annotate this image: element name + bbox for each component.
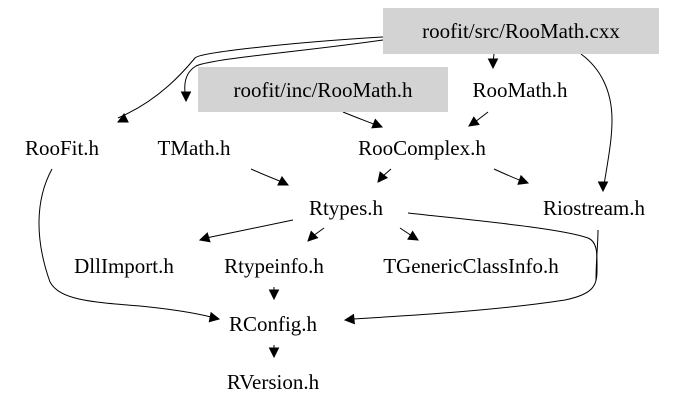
edge-roomath-h-inc-to-roocomplex-h (342, 111, 384, 129)
edge-line (205, 219, 294, 239)
arrowhead-icon (343, 313, 355, 325)
arrowhead-icon (277, 176, 289, 186)
edge-line (382, 168, 392, 177)
arrowhead-icon (377, 171, 389, 183)
edge-line (342, 111, 377, 126)
edge-rtypeinfo-h-to-rconfig-h (268, 287, 280, 301)
arrowhead-icon (208, 311, 221, 323)
edge-roomath-cxx-to-riostream-h (580, 53, 613, 193)
node-roomath-h[interactable]: RooMath.h (472, 78, 568, 102)
edge-line (580, 53, 613, 186)
node-dllimport-h-label: DllImport.h (74, 254, 174, 278)
edge-line (399, 227, 413, 237)
edge-rtypes-h-to-rtypeinfo-h (307, 227, 325, 242)
node-roomath-cxx-highlight (383, 8, 659, 54)
node-tgenericclassinfo-h-label: TGenericClassInfo.h (383, 254, 559, 278)
edge-line (38, 168, 212, 318)
node-roomath-h-inc-label: roofit/inc/RooMath.h (233, 78, 413, 102)
node-rtypeinfo-h-label: Rtypeinfo.h (224, 254, 324, 278)
node-rtypes-h[interactable]: Rtypes.h (309, 196, 384, 220)
node-tgenericclassinfo-h[interactable]: TGenericClassInfo.h (383, 254, 559, 278)
edge-line (493, 168, 523, 182)
arrowhead-icon (468, 116, 480, 127)
node-roocomplex-h-label: RooComplex.h (358, 136, 486, 160)
arrowhead-icon (268, 289, 280, 301)
node-roomath-h-inc-highlight (198, 67, 448, 112)
edge-rtypes-h-to-tgenericclassinfo-h (399, 227, 419, 241)
node-roocomplex-h[interactable]: RooComplex.h (358, 136, 486, 160)
edge-riostream-h-to-rconfig-h (595, 229, 599, 281)
arrowhead-icon (198, 232, 211, 243)
node-roofit-h-label: RooFit.h (25, 136, 100, 160)
arrowhead-icon (268, 347, 280, 359)
arrowhead-icon (487, 58, 499, 70)
edge-roomath-cxx-to-roofit-h (116, 36, 384, 123)
edge-line (595, 229, 599, 281)
node-rversion-h-label: RVersion.h (227, 370, 320, 394)
node-roomath-h-label: RooMath.h (472, 78, 568, 102)
node-roofit-h[interactable]: RooFit.h (25, 136, 100, 160)
edge-roocomplex-h-to-rtypes-h (377, 168, 392, 183)
node-rconfig-h-label: RConfig.h (229, 312, 318, 336)
arrowhead-icon (517, 174, 530, 185)
node-tmath-h-label: TMath.h (158, 136, 231, 160)
edge-rconfig-h-to-rversion-h (268, 345, 280, 359)
node-roomath-cxx[interactable]: roofit/src/RooMath.cxx (383, 8, 659, 54)
arrowhead-icon (371, 118, 384, 129)
arrowhead-icon (597, 181, 609, 193)
edge-tmath-h-to-rtypes-h (250, 168, 289, 186)
edge-line (474, 111, 489, 123)
node-roomath-h-inc[interactable]: roofit/inc/RooMath.h (198, 67, 448, 112)
nodes-layer: roofit/src/RooMath.cxx roofit/inc/RooMat… (25, 8, 659, 394)
edge-line (250, 168, 283, 183)
edge-rtypes-h-to-rconfig-h (343, 212, 598, 325)
edge-line (117, 36, 384, 119)
node-rconfig-h[interactable]: RConfig.h (229, 312, 318, 336)
edge-roomath-cxx-to-tmath-h (180, 39, 384, 103)
node-rtypeinfo-h[interactable]: Rtypeinfo.h (224, 254, 324, 278)
arrowhead-icon (407, 230, 419, 241)
edge-rtypes-h-to-dllimport-h (198, 219, 294, 243)
arrowhead-icon (180, 91, 192, 103)
edge-roomath-h-to-roocomplex-h (468, 111, 489, 127)
node-riostream-h[interactable]: Riostream.h (543, 196, 646, 220)
node-tmath-h[interactable]: TMath.h (158, 136, 231, 160)
arrowhead-icon (307, 230, 319, 242)
node-riostream-h-label: Riostream.h (543, 196, 646, 220)
edge-line (184, 39, 384, 93)
edges-layer (38, 36, 613, 359)
node-dllimport-h[interactable]: DllImport.h (74, 254, 174, 278)
node-rversion-h[interactable]: RVersion.h (227, 370, 320, 394)
edge-line (352, 212, 598, 320)
edge-roomath-cxx-to-roomath-h (487, 53, 499, 70)
node-roomath-cxx-label: roofit/src/RooMath.cxx (422, 19, 620, 43)
edge-roofit-h-to-rconfig-h (38, 168, 221, 323)
arrowhead-icon (116, 113, 129, 123)
node-rtypes-h-label: Rtypes.h (309, 196, 384, 220)
edge-roocomplex-h-to-riostream-h (493, 168, 530, 185)
